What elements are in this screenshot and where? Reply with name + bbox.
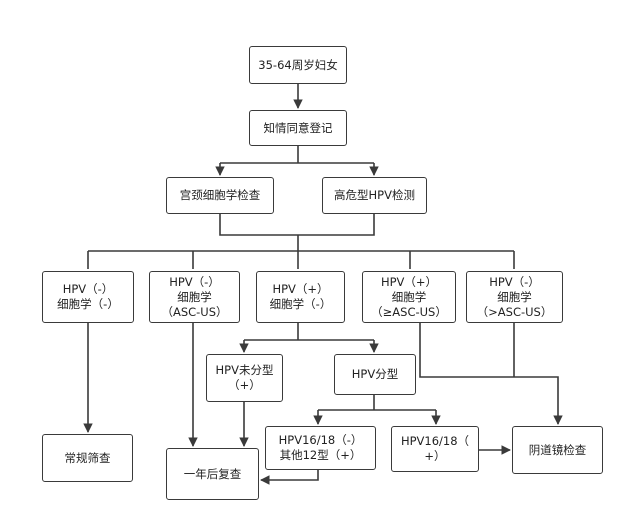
node-text-line: HPV（-）: [169, 274, 220, 289]
node-text-line: HPV分型: [351, 367, 399, 381]
result-hpv-neg-cyto-ascus: HPV（-）细胞学（ASC-US）: [149, 271, 240, 323]
node-text-line: 阴道镜检查: [528, 442, 587, 457]
node-text-line: （ASC-US）: [161, 304, 228, 319]
node-text-line: 常规筛查: [64, 450, 111, 465]
consent-node: 知情同意登记: [249, 110, 347, 146]
routine-screening-node: 常规筛查: [42, 434, 133, 482]
review-one-year-node: 一年后复查: [166, 448, 259, 500]
node-text-line: 细胞学（-）: [57, 297, 119, 311]
arrow-other12-to-review: [260, 470, 319, 485]
node-text-line: 细胞学: [391, 289, 427, 304]
node-text-line: 细胞学: [497, 289, 532, 304]
node-text-line: 细胞学: [177, 289, 212, 304]
split-r3: [244, 323, 374, 341]
node-text-line: 高危型HPV检测: [334, 188, 415, 202]
node-text-line: HPV（+）: [272, 282, 329, 296]
node-text-line: 宫颈细胞学检查: [179, 188, 261, 202]
node-text-line: （+）: [228, 378, 261, 392]
hpv16-18-neg-other12-pos-node: HPV16/18（-）其他12型（+）: [265, 426, 376, 470]
node-text-line: HPV16/18（: [400, 434, 470, 448]
split-consent: [220, 146, 374, 164]
result-hpv-neg-cyto-neg: HPV（-）细胞学（-）: [42, 271, 134, 323]
result-hpv-neg-cyto-gt-ascus: HPV（-）细胞学（>ASC-US）: [466, 271, 563, 323]
hpv-untyped-node: HPV未分型（+）: [206, 354, 283, 402]
hpv-test-node: 高危型HPV检测: [322, 177, 427, 214]
node-text-line: +）: [424, 449, 446, 463]
node-text-line: HPV16/18（-）: [278, 433, 363, 447]
node-text-line: HPV未分型: [215, 363, 274, 377]
result-hpv-pos-cyto-ge-ascus: HPV（+）细胞学（≥ASC-US）: [362, 271, 456, 323]
cytology-exam-node: 宫颈细胞学检查: [166, 177, 274, 214]
result-hpv-pos-cyto-neg: HPV（+）细胞学（-）: [256, 271, 345, 323]
node-text-line: HPV（-）: [62, 282, 114, 296]
node-text-line: HPV（-）: [489, 274, 540, 289]
population-node: 35-64周岁妇女: [249, 46, 347, 84]
colposcopy-node: 阴道镜检查: [512, 426, 603, 474]
hpv-typing-node: HPV分型: [334, 354, 416, 395]
node-text-line: （>ASC-US）: [476, 304, 553, 319]
node-text-line: 细胞学（-）: [269, 297, 332, 311]
merge-tests: [219, 214, 375, 251]
line-r4-to-colposcopy: [419, 323, 563, 425]
node-text-line: （≥ASC-US）: [371, 304, 447, 319]
hpv16-18-pos-node: HPV16/18（+）: [391, 426, 479, 472]
node-text-line: 35-64周岁妇女: [258, 57, 338, 72]
split-typing: [318, 395, 436, 411]
node-text-line: 知情同意登记: [263, 120, 333, 135]
node-text-line: 一年后复查: [183, 466, 242, 481]
node-text-line: 其他12型（+）: [279, 448, 362, 462]
node-text-line: HPV（+）: [380, 274, 438, 289]
